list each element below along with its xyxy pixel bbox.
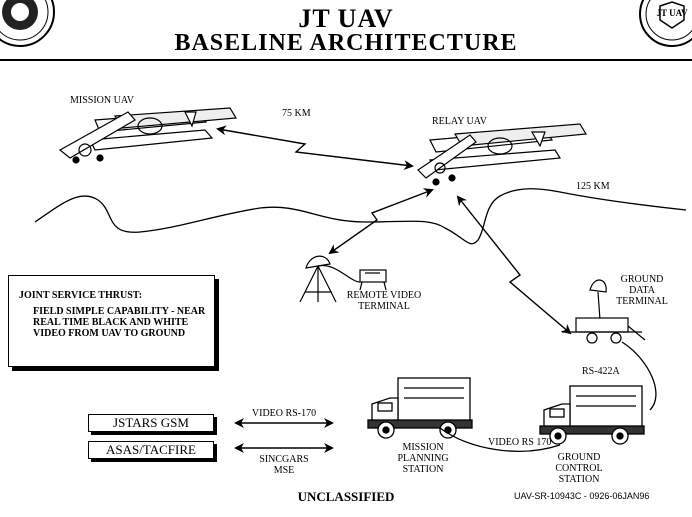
ground-control-truck-icon <box>539 385 645 445</box>
video-rs170-cable <box>439 427 561 452</box>
thrust-heading: JOINT SERVICE THRUST: <box>19 290 143 301</box>
terrain-line <box>34 188 687 245</box>
mission-planning-truck-icon <box>367 377 473 439</box>
classification-label: UNCLASSIFIED <box>297 489 395 504</box>
satellite-dish-icon <box>299 255 337 303</box>
link-remote-video <box>328 188 434 255</box>
rs422-label: RS-422A <box>582 366 620 377</box>
seal-right-icon: JT UAV <box>639 0 692 47</box>
mission-uav-label: MISSION UAV <box>70 95 134 106</box>
relay-uav-label: RELAY UAV <box>432 116 487 127</box>
seal-right-text: JT UAV <box>657 8 688 18</box>
range-75-label: 75 KM <box>282 108 311 119</box>
ground-control-station-label: GROUND CONTROL STATION <box>555 452 603 485</box>
seal-left-icon <box>0 0 55 47</box>
document-reference: UAV-SR-10943C - 0926-06JAN96 <box>514 491 650 501</box>
link-125km <box>456 195 572 335</box>
remote-video-terminal-label: REMOTE VIDEO TERMINAL <box>346 290 422 312</box>
legend-video-rs170-label: VIDEO RS-170 <box>251 408 317 419</box>
page-title: JT UAV <box>298 4 394 33</box>
rs422-cable <box>621 341 657 411</box>
asas-tacfire-box: ASAS/TACFIRE <box>88 441 214 459</box>
mission-planning-station-label: MISSION PLANNING STATION <box>397 442 449 475</box>
page-subtitle: BASELINE ARCHITECTURE <box>174 30 518 56</box>
joint-service-thrust-box: JOINT SERVICE THRUST: FIELD SIMPLE CAPAB… <box>8 275 215 367</box>
range-125-label: 125 KM <box>576 181 610 192</box>
ground-data-terminal-label: GROUND DATA TERMINAL <box>616 274 668 307</box>
legend-sincgars-label: SINCGARS MSE <box>259 454 309 476</box>
thrust-body: FIELD SIMPLE CAPABILITY - NEAR REAL TIME… <box>33 306 206 339</box>
link-75km <box>216 125 414 171</box>
relay-uav-icon <box>417 123 588 186</box>
video-rs170-cable-label: VIDEO RS 170 <box>488 437 552 448</box>
ground-data-terminal-icon <box>562 279 646 344</box>
jstars-gsm-box: JSTARS GSM <box>88 414 214 432</box>
mission-uav-icon <box>58 107 238 164</box>
remote-video-terminal-icon <box>317 264 387 291</box>
